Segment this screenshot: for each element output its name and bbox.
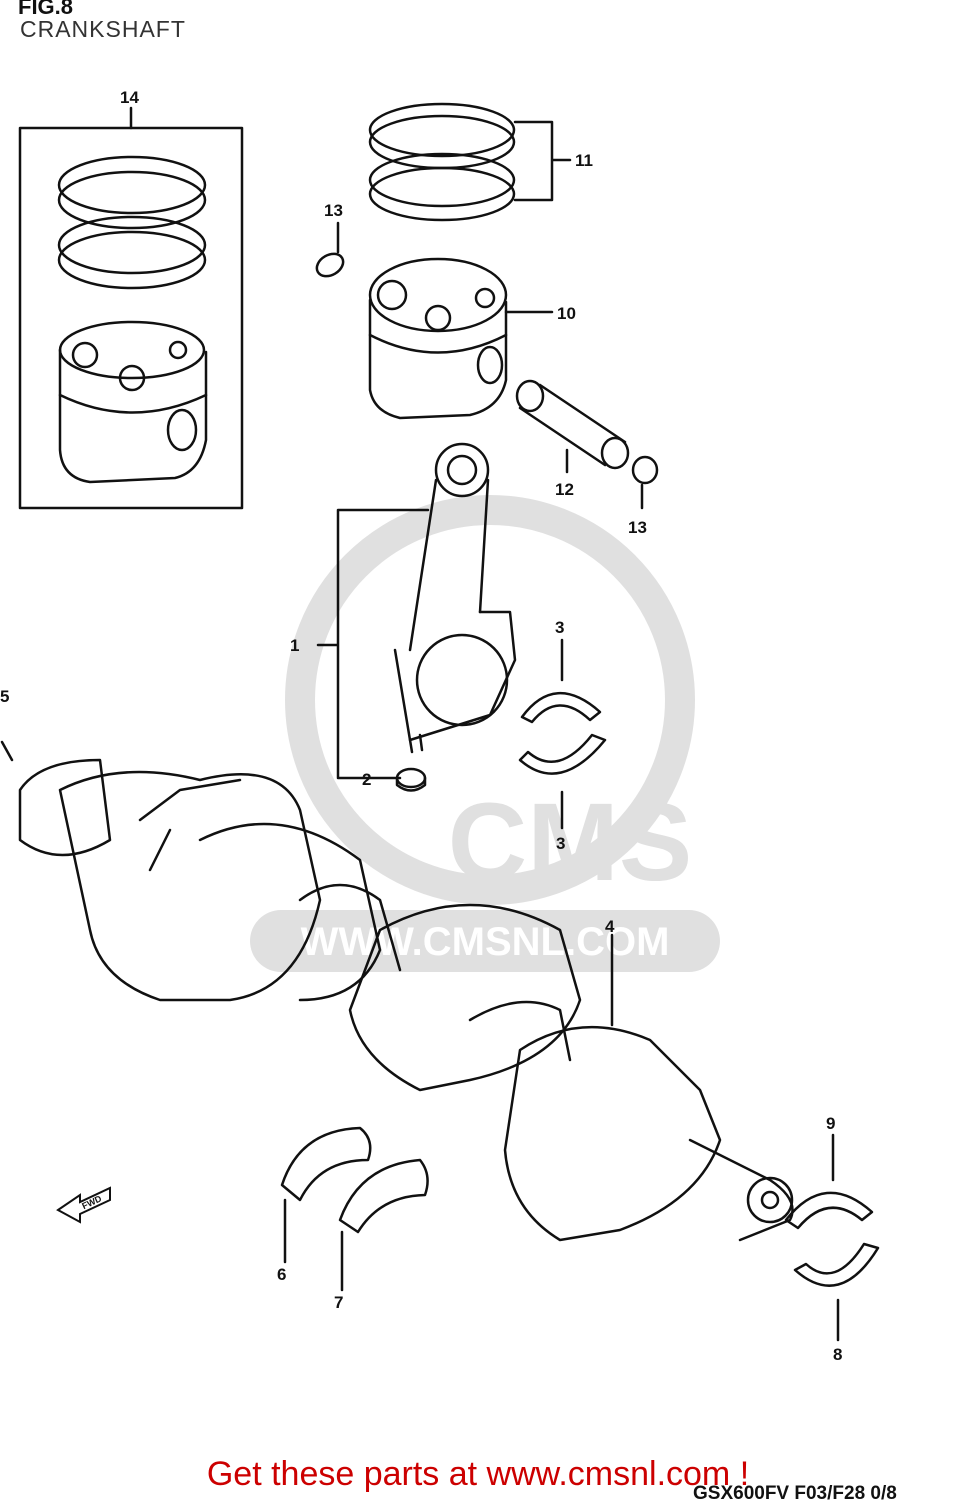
- part-5-marker: [0, 740, 14, 762]
- callout-13-lower: 13: [628, 518, 647, 537]
- watermark: CMS WWW.CMSNL.COM: [250, 495, 720, 972]
- part-8-bearing: [793, 1242, 880, 1342]
- part-2-nut: [395, 767, 427, 792]
- callout-12: 12: [555, 480, 574, 499]
- watermark-brand: CMS: [448, 781, 692, 904]
- part-11-piston-rings: [368, 102, 572, 222]
- part-12-piston-pin: [515, 379, 630, 474]
- callout-2: 2: [362, 770, 371, 789]
- part-14-piston-kit: [18, 106, 244, 510]
- figure-title: CRANKSHAFT: [20, 16, 186, 42]
- part-1-connecting-rod: [316, 442, 517, 780]
- callout-10: 10: [557, 304, 576, 323]
- fwd-arrow-icon: FWD: [56, 1186, 111, 1224]
- callout-14: 14: [120, 88, 139, 107]
- model-code: GSX600FV F03/F28 0/8: [693, 1483, 897, 1504]
- part-10-piston: [368, 257, 554, 420]
- callout-3-lower: 3: [556, 834, 565, 853]
- callout-9: 9: [826, 1114, 835, 1133]
- callout-6: 6: [277, 1265, 286, 1284]
- callout-11: 11: [575, 151, 593, 170]
- callout-8: 8: [833, 1345, 842, 1364]
- part-13-circlip-lower: [631, 455, 659, 510]
- figure-id: FIG.8: [18, 0, 74, 19]
- part-9-bearing: [784, 1133, 874, 1230]
- callout-1: 1: [290, 636, 299, 655]
- callout-7: 7: [334, 1293, 343, 1312]
- part-3-bearing-upper: [520, 638, 602, 724]
- part-13-circlip-upper: [315, 221, 345, 278]
- cta-link[interactable]: Get these parts at www.cmsnl.com !: [206, 1455, 750, 1493]
- callout-4: 4: [605, 917, 615, 936]
- part-3-bearing-lower: [518, 733, 607, 830]
- callout-3-upper: 3: [555, 618, 564, 637]
- part-4-crankshaft: [18, 758, 794, 1242]
- part-7-thrust-washer: [338, 1158, 429, 1292]
- watermark-url: WWW.CMSNL.COM: [301, 920, 670, 964]
- callout-5: 5: [0, 687, 9, 706]
- part-6-thrust-washer: [280, 1126, 372, 1264]
- callout-13-upper: 13: [324, 201, 343, 220]
